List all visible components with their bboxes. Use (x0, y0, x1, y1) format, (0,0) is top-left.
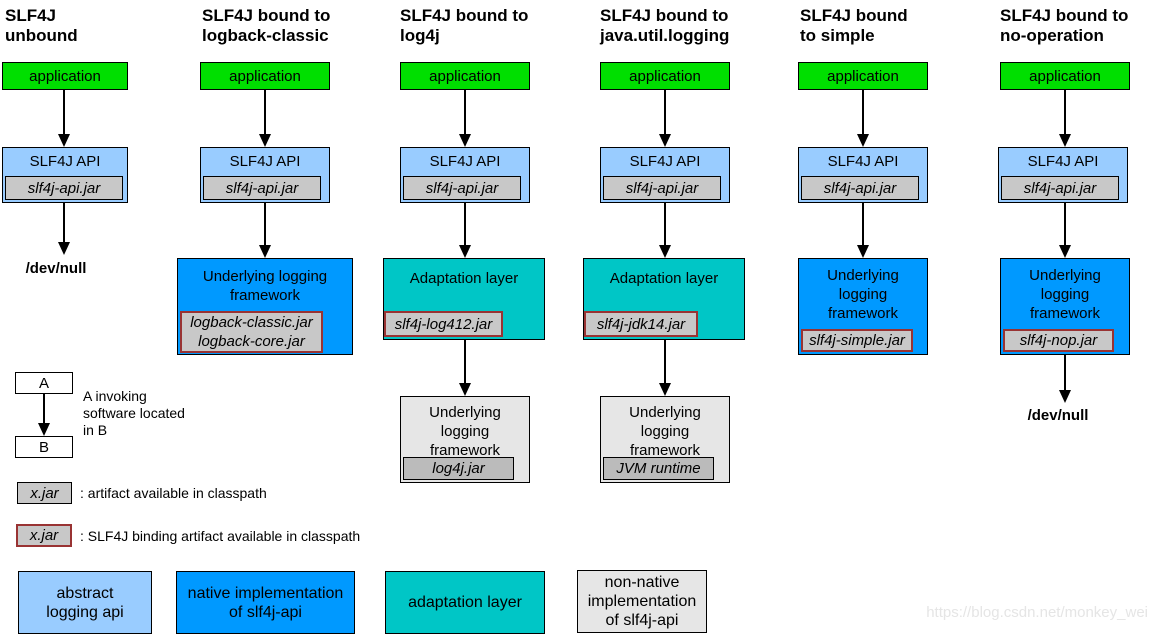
underlying-framework-box: Underlying logging framework log4j.jar (400, 396, 530, 483)
arrow (459, 340, 471, 396)
arrow (1059, 355, 1071, 403)
legend-plain-jar-note: : artifact available in classpath (80, 485, 267, 501)
binding-jar: slf4j-simple.jar (801, 329, 913, 352)
underlying-framework-box: Underlying logging framework JVM runtime (600, 396, 730, 483)
framework-jar: JVM runtime (603, 457, 714, 480)
legend-binding-jar-note: : SLF4J binding artifact available in cl… (80, 528, 361, 544)
underlying-framework-box: Underlying logging framework slf4j-simpl… (798, 258, 928, 355)
slf4j-api-box: SLF4J API slf4j-api.jar (600, 147, 730, 203)
slf4j-api-label: SLF4J API (1027, 153, 1099, 170)
arrow (259, 90, 271, 147)
application-label: application (29, 67, 101, 85)
legend-box-b: B (15, 436, 73, 458)
underlying-framework-box: Underlying logging framework logback-cla… (177, 258, 353, 355)
slf4j-api-label: SLF4J API (229, 153, 301, 170)
underlying-framework-label: Underlying logging framework (827, 267, 899, 322)
slf4j-api-box: SLF4J API slf4j-api.jar (400, 147, 530, 203)
column-title-simple: SLF4J bound to simple (800, 6, 908, 45)
legend-box-b-label: B (38, 438, 49, 456)
key-label: abstract logging api (46, 584, 124, 621)
slf4j-api-jar: slf4j-api.jar (603, 176, 721, 200)
arrow (58, 90, 70, 147)
column-title-jul: SLF4J bound to java.util.logging (600, 6, 730, 45)
arrow (38, 394, 50, 436)
application-label: application (429, 67, 501, 85)
application-box: application (798, 62, 928, 90)
slf4j-api-jar: slf4j-api.jar (5, 176, 123, 200)
arrow (857, 90, 869, 147)
slf4j-api-label: SLF4J API (429, 153, 501, 170)
application-label: application (229, 67, 301, 85)
key-non-native-implementation: non-native implementation of slf4j-api (577, 570, 707, 633)
column-title-unbound: SLF4J unbound (5, 6, 78, 45)
binding-jar: slf4j-jdk14.jar (584, 311, 698, 337)
application-box: application (1000, 62, 1130, 90)
application-label: application (827, 67, 899, 85)
watermark-url: https://blog.csdn.net/monkey_wei (926, 604, 1148, 621)
arrow (1059, 90, 1071, 147)
slf4j-api-label: SLF4J API (629, 153, 701, 170)
adaptation-layer-label: Adaptation layer (609, 270, 719, 287)
slf4j-api-jar: slf4j-api.jar (403, 176, 521, 200)
application-box: application (200, 62, 330, 90)
slf4j-api-jar: slf4j-api.jar (801, 176, 919, 200)
arrow (659, 90, 671, 147)
underlying-framework-label: Underlying logging framework (1029, 267, 1101, 322)
arrow (1059, 203, 1071, 258)
slf4j-api-box: SLF4J API slf4j-api.jar (998, 147, 1128, 203)
adaptation-layer-box: Adaptation layer slf4j-log412.jar (383, 258, 545, 340)
arrow (259, 203, 271, 258)
key-label: adaptation layer (408, 594, 522, 611)
slf4j-api-jar: slf4j-api.jar (1001, 176, 1119, 200)
application-box: application (400, 62, 530, 90)
slf4j-api-box: SLF4J API slf4j-api.jar (798, 147, 928, 203)
dev-null-label: /dev/null (25, 260, 87, 277)
key-label: non-native implementation of slf4j-api (587, 574, 697, 629)
column-title-nop: SLF4J bound to no-operation (1000, 6, 1129, 45)
binding-jar: slf4j-nop.jar (1003, 329, 1114, 352)
legend-binding-jar: x.jar (16, 524, 72, 547)
slf4j-api-box: SLF4J API slf4j-api.jar (2, 147, 128, 203)
key-native-implementation: native implementation of slf4j-api (176, 571, 355, 634)
legend-invoke-note: A invoking software located in B (83, 388, 185, 438)
column-title-log4j: SLF4J bound to log4j (400, 6, 529, 45)
application-label: application (629, 67, 701, 85)
key-label: native implementation of slf4j-api (187, 584, 344, 621)
arrow (857, 203, 869, 258)
application-box: application (600, 62, 730, 90)
legend-box-a: A (15, 372, 73, 394)
underlying-framework-label: Underlying logging framework (629, 404, 701, 459)
framework-jar: log4j.jar (403, 457, 514, 480)
binding-jar: slf4j-log412.jar (384, 311, 503, 337)
arrow (659, 203, 671, 258)
slf4j-api-box: SLF4J API slf4j-api.jar (200, 147, 330, 203)
underlying-framework-box: Underlying logging framework slf4j-nop.j… (1000, 258, 1130, 355)
underlying-framework-label: Underlying logging framework (202, 268, 328, 304)
arrow (58, 203, 70, 255)
slf4j-api-label: SLF4J API (827, 153, 899, 170)
adaptation-layer-box: Adaptation layer slf4j-jdk14.jar (583, 258, 745, 340)
dev-null-label: /dev/null (1027, 407, 1089, 424)
key-adaptation-layer: adaptation layer (385, 571, 545, 634)
arrow (459, 203, 471, 258)
application-box: application (2, 62, 128, 90)
column-title-logback: SLF4J bound to logback-classic (202, 6, 331, 45)
key-abstract-logging-api: abstract logging api (18, 571, 152, 634)
slf4j-api-jar: slf4j-api.jar (203, 176, 321, 200)
slf4j-api-label: SLF4J API (29, 153, 101, 170)
arrow (459, 90, 471, 147)
legend-box-a-label: A (38, 374, 49, 392)
arrow (659, 340, 671, 396)
application-label: application (1029, 67, 1101, 85)
underlying-framework-label: Underlying logging framework (429, 404, 501, 459)
binding-jar: logback-classic.jar logback-core.jar (180, 311, 323, 353)
adaptation-layer-label: Adaptation layer (409, 270, 519, 287)
legend-plain-jar: x.jar (17, 482, 72, 504)
